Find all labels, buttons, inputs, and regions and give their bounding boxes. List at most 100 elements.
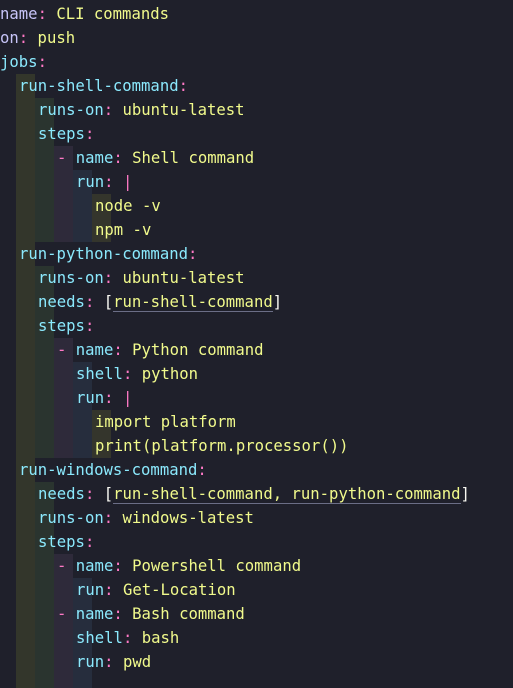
code-line[interactable]: - name: Python command xyxy=(57,338,264,362)
code-line[interactable]: needs: [run-shell-command] xyxy=(38,290,282,314)
code-token: : xyxy=(84,125,95,143)
indent-guide xyxy=(54,146,73,242)
code-token: shell xyxy=(76,365,123,383)
code-token: print(platform.processor()) xyxy=(95,437,349,455)
code-token: needs xyxy=(38,485,85,503)
code-line[interactable]: steps: xyxy=(38,122,94,146)
code-token: run-python-command xyxy=(19,245,188,263)
indent-guide xyxy=(92,194,111,242)
code-token: ubuntu-latest xyxy=(113,269,245,287)
code-token: - xyxy=(57,149,76,167)
code-token: python xyxy=(132,365,199,383)
code-line[interactable]: run: Get-Location xyxy=(76,578,236,602)
code-token: - xyxy=(57,557,76,575)
indent-guide xyxy=(54,554,73,688)
code-token: : xyxy=(84,485,95,503)
code-token: : xyxy=(122,365,133,383)
code-token: : xyxy=(104,581,114,599)
code-line[interactable]: run: | xyxy=(76,170,132,194)
code-token: run xyxy=(76,581,105,599)
code-token: : xyxy=(84,317,95,335)
code-token: run xyxy=(76,389,105,407)
code-token: run xyxy=(76,653,105,671)
code-token: : xyxy=(113,605,123,623)
code-token: : xyxy=(113,341,123,359)
code-token: : xyxy=(122,629,133,647)
code-token: windows-latest xyxy=(113,509,254,527)
code-line[interactable]: node -v xyxy=(95,194,161,218)
code-line[interactable]: - name: Bash command xyxy=(57,602,245,626)
code-line[interactable]: runs-on: ubuntu-latest xyxy=(38,266,245,290)
code-token: jobs xyxy=(0,53,38,71)
code-token: run-shell-command xyxy=(19,77,179,95)
code-token: run xyxy=(76,173,105,191)
code-token: name xyxy=(75,341,114,359)
code-token: runs-on xyxy=(38,509,104,527)
code-line[interactable]: runs-on: ubuntu-latest xyxy=(38,98,245,122)
code-line[interactable]: run: | xyxy=(76,386,132,410)
code-token: ubuntu-latest xyxy=(113,101,245,119)
code-token: : xyxy=(178,77,188,95)
code-token: ] xyxy=(272,293,283,311)
code-token: : xyxy=(104,173,114,191)
code-token: [ xyxy=(103,485,114,503)
code-token: name xyxy=(75,605,114,623)
code-line[interactable]: on: push xyxy=(0,26,75,50)
code-token: import platform xyxy=(95,413,236,431)
code-line[interactable]: shell: python xyxy=(76,362,198,386)
code-token: - xyxy=(57,341,76,359)
code-line[interactable]: needs: [run-shell-command, run-python-co… xyxy=(38,482,470,506)
code-token: | xyxy=(113,173,133,191)
code-line[interactable]: run-python-command: xyxy=(19,242,197,266)
indent-guide xyxy=(35,266,54,458)
indent-guide xyxy=(92,410,111,458)
indent-guide xyxy=(73,170,92,242)
code-line[interactable]: name: CLI commands xyxy=(0,2,169,26)
code-token: : xyxy=(113,557,123,575)
code-token: - xyxy=(57,605,76,623)
code-line[interactable]: run-shell-command: xyxy=(19,74,188,98)
code-token: Get-Location xyxy=(113,581,236,599)
code-token: Powershell command xyxy=(122,557,302,575)
code-token xyxy=(94,485,103,503)
code-token: bash xyxy=(132,629,180,647)
code-token: run-shell-command xyxy=(113,293,273,312)
indent-guide xyxy=(16,74,35,688)
code-token: runs-on xyxy=(38,101,104,119)
code-token: : xyxy=(37,53,47,71)
code-token: pwd xyxy=(113,653,152,671)
code-token: needs xyxy=(38,293,85,311)
code-token: CLI commands xyxy=(46,5,170,23)
code-line[interactable]: run: pwd xyxy=(76,650,151,674)
code-line[interactable]: run-windows-command: xyxy=(19,458,207,482)
code-line[interactable]: - name: Shell command xyxy=(57,146,254,170)
code-token: on xyxy=(0,29,19,47)
indent-guide xyxy=(35,98,54,242)
code-line[interactable]: runs-on: windows-latest xyxy=(38,506,254,530)
code-token: : xyxy=(104,389,114,407)
code-token: : xyxy=(103,269,114,287)
code-token: : xyxy=(104,653,114,671)
code-line[interactable]: steps: xyxy=(38,530,94,554)
code-token: run-windows-command xyxy=(19,461,198,479)
code-line[interactable]: npm -v xyxy=(95,218,151,242)
indent-guide xyxy=(73,578,92,688)
code-line[interactable]: steps: xyxy=(38,314,94,338)
code-token: : xyxy=(37,5,47,23)
code-line[interactable]: shell: bash xyxy=(76,626,179,650)
code-token: : xyxy=(103,101,114,119)
code-token: name xyxy=(0,5,38,23)
indent-guide xyxy=(54,338,73,458)
code-token: name xyxy=(75,149,114,167)
code-line[interactable]: - name: Powershell command xyxy=(57,554,301,578)
code-line[interactable]: print(platform.processor()) xyxy=(95,434,348,458)
code-token: Bash command xyxy=(122,605,245,623)
code-token: npm -v xyxy=(95,221,152,239)
code-line[interactable]: jobs: xyxy=(0,50,47,74)
code-token: steps xyxy=(38,317,85,335)
code-token: push xyxy=(28,29,76,47)
code-line[interactable]: import platform xyxy=(95,410,236,434)
code-token: Shell command xyxy=(122,149,255,167)
code-token xyxy=(94,293,103,311)
